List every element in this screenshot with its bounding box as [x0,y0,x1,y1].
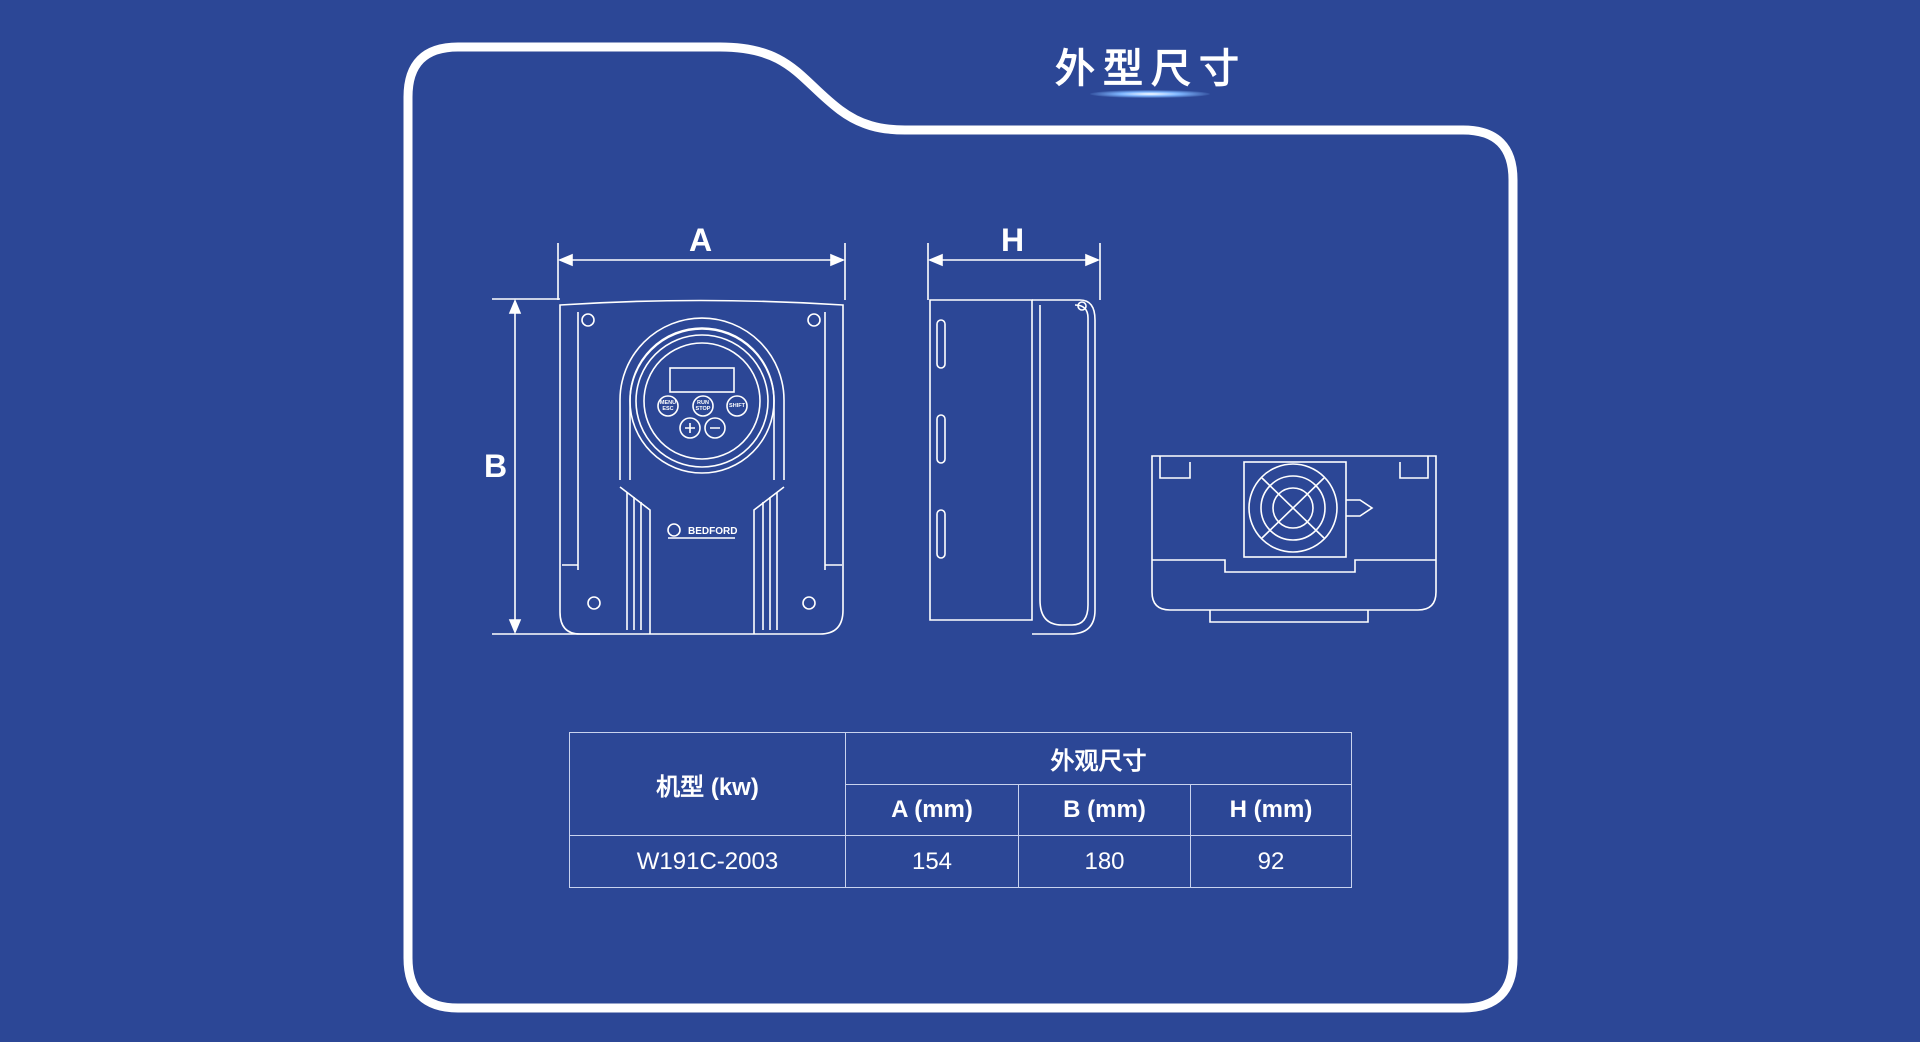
dimension-h [927,243,1101,300]
cell-b: 180 [1018,835,1191,888]
dimensions-group-header: 外观尺寸 [845,732,1352,785]
side-view-drawing [929,299,1096,635]
bottom-view-drawing [1151,455,1437,623]
cell-model: W191C-2003 [569,835,846,888]
cell-a: 154 [845,835,1019,888]
dimension-b-label: B [484,448,508,484]
dimension-h-label: H [1001,222,1025,258]
dimension-a-label: A [689,222,713,258]
model-header: 机型 (kw) [569,732,846,836]
table-row: W191C-2003 154 180 92 [569,835,1352,888]
run-stop-button-label: RUN STOP [695,400,711,412]
front-view-drawing [559,299,844,635]
title-glow [1090,90,1210,98]
dimension-a [557,243,846,300]
column-header-a: A (mm) [845,784,1019,836]
cell-h: 92 [1190,835,1352,888]
dimension-b [492,298,600,635]
menu-esc-button-label: MENU ESC [659,400,677,412]
dimensions-table: 机型 (kw) 外观尺寸 A (mm) B (mm) H (mm) W191C-… [569,732,1352,888]
page-title: 外型尺寸 [1055,46,1247,92]
brand-logo: BEDFORD [688,526,737,537]
column-header-h: H (mm) [1190,784,1352,836]
column-header-b: B (mm) [1018,784,1191,836]
shift-button-label: SHIFT [729,403,745,409]
